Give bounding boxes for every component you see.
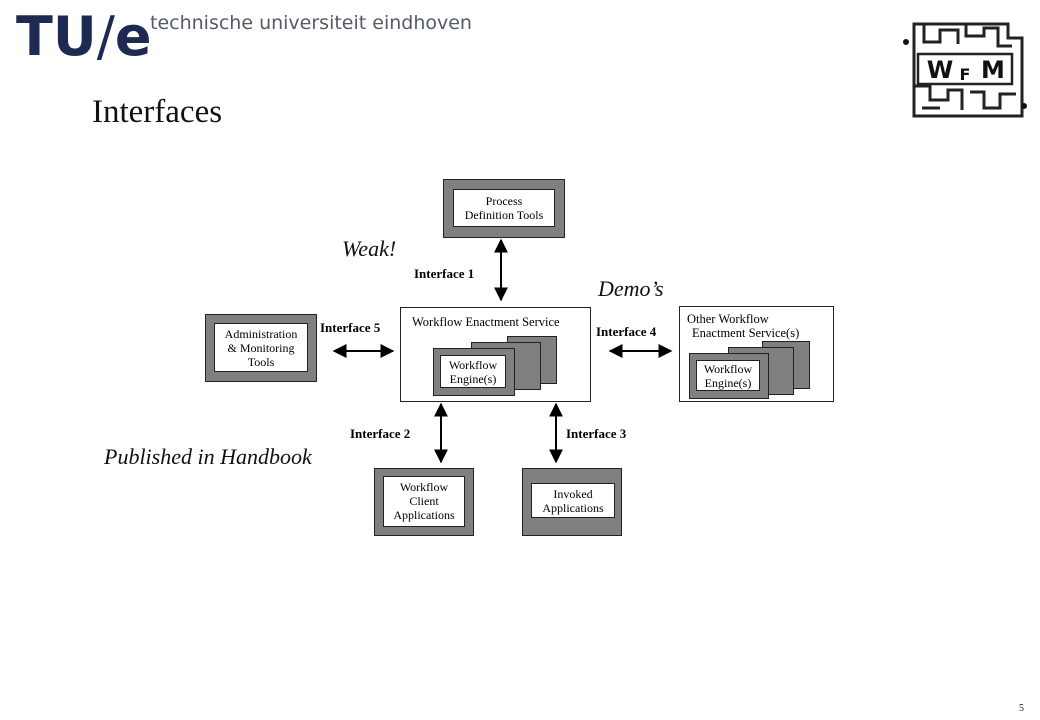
client-applications-label: Workflow Client Applications [383,476,465,527]
invoked-apps-line-1: Invoked [553,487,593,501]
wfm-letter-w: W [927,56,953,84]
wfm-logo: W F M [903,22,1027,118]
other-service-line-1: Other Workflow [687,312,769,326]
note-published: Published in Handbook [104,444,312,469]
other-service-label: Other Workflow Enactment Service(s) [687,312,799,340]
logo-slash-text: / [96,5,115,68]
workflow-engine-box: Workflow Engine(s) [433,348,515,396]
process-tools-line-1: Process [485,194,523,208]
invoked-apps-line-2: Applications [542,501,604,515]
interface-5-label: Interface 5 [320,320,381,335]
process-tools-line-2: Definition Tools [464,208,544,222]
admin-tools-line-2: & Monitoring [227,341,295,355]
admin-monitoring-tools-label: Administration & Monitoring Tools [214,323,308,372]
enactment-service-label: Workflow Enactment Service [412,315,560,329]
engine-line-2: Engine(s) [449,372,497,386]
admin-monitoring-tools-box: Administration & Monitoring Tools [205,314,317,382]
other-engine-line-1: Workflow [703,362,753,376]
other-workflow-engine-box: Workflow Engine(s) [689,353,769,399]
client-apps-line-3: Applications [393,508,455,522]
invoked-applications-box: Invoked Applications [522,468,622,536]
other-workflow-engine-label: Workflow Engine(s) [696,360,760,391]
wfm-letter-m: M [981,56,1005,84]
workflow-enactment-service-box: Workflow Enactment Service Workflow Engi… [400,307,591,402]
slide-title: Interfaces [92,94,223,130]
interface-2-label: Interface 2 [350,426,411,441]
client-apps-line-2: Client [409,494,439,508]
interface-3-label: Interface 3 [566,426,627,441]
tue-logo: TU/e [16,10,152,64]
invoked-applications-label: Invoked Applications [531,483,615,518]
note-demos: Demo’s [598,276,664,301]
page-number: 5 [1019,703,1024,714]
logo-tu-text: TU [16,5,97,68]
other-enactment-service-box: Other Workflow Enactment Service(s) Work… [679,306,834,402]
client-apps-line-1: Workflow [399,480,449,494]
logo-e-text: e [114,5,152,68]
workflow-engine-label: Workflow Engine(s) [440,355,506,388]
workflow-client-applications-box: Workflow Client Applications [374,468,474,536]
admin-tools-line-3: Tools [247,355,275,369]
wfm-letter-f: F [960,65,971,84]
other-engine-line-2: Engine(s) [704,376,752,390]
admin-tools-line-1: Administration [224,327,298,341]
engine-line-1: Workflow [448,358,498,372]
interface-4-label: Interface 4 [596,324,657,339]
process-definition-tools-label: Process Definition Tools [453,189,555,227]
process-definition-tools-box: Process Definition Tools [443,179,565,238]
university-name: technische universiteit eindhoven [150,12,472,34]
interface-1-label: Interface 1 [414,266,475,281]
other-service-line-2: Enactment Service(s) [692,326,800,340]
note-weak: Weak! [342,236,397,261]
